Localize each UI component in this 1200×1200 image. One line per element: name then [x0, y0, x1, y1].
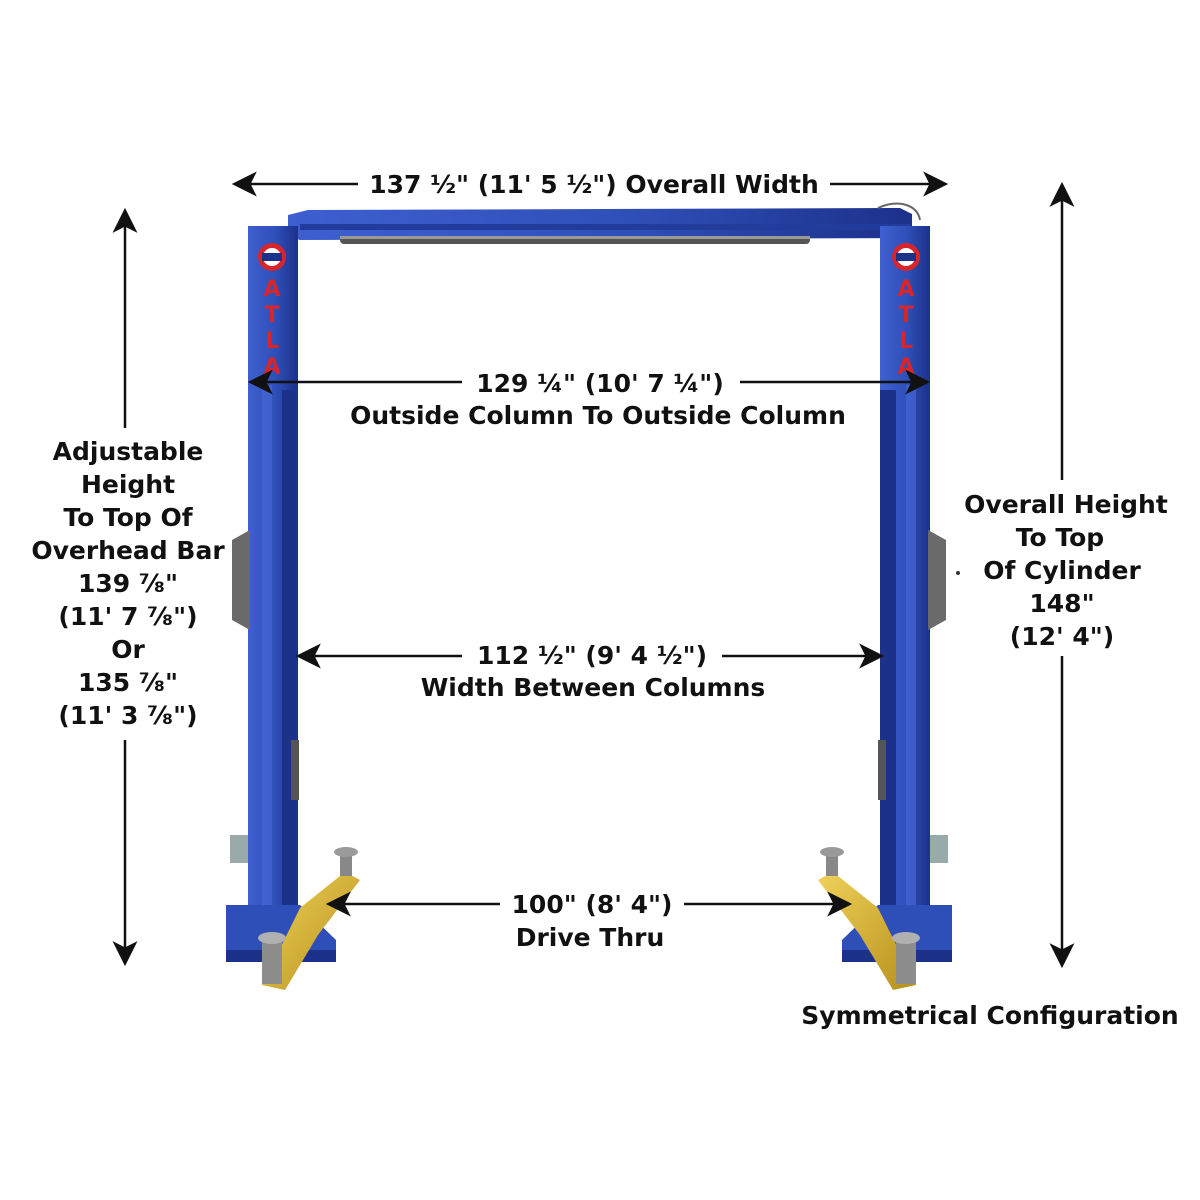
brand-letter: A	[263, 355, 280, 380]
brand-letter: T	[264, 303, 279, 328]
between-columns-value: 112 ½" (9' 4 ½")	[477, 641, 707, 670]
brand-letter: A	[897, 355, 914, 380]
adjustable-height-line: (11' 7 ⁷⁄₈")	[58, 602, 197, 631]
lift-illustration	[226, 202, 960, 990]
outside-columns-label: Outside Column To Outside Column	[350, 401, 846, 430]
drive-thru-value: 100" (8' 4")	[512, 890, 673, 919]
adjustable-height-line: 139 ⁷⁄₈"	[78, 569, 178, 598]
overall-height-line: Overall Height	[964, 490, 1168, 519]
adjustable-height-line: (11' 3 ⁷⁄₈")	[58, 701, 197, 730]
right-column	[842, 226, 952, 962]
brand-letter: A	[897, 277, 914, 302]
outside-columns-value: 129 ¼" (10' 7 ¼")	[476, 369, 724, 398]
right-brand-letters: A T L A	[897, 277, 914, 380]
overall-height-line: To Top	[1016, 523, 1104, 552]
overall-height-text: Overall Height To Top Of Cylinder 148" (…	[964, 490, 1168, 651]
adjustable-height-line: Height	[81, 470, 175, 499]
overall-height-line: (12' 4")	[1010, 622, 1114, 651]
adjustable-height-line: To Top Of	[63, 503, 193, 532]
configuration-note: Symmetrical Configuration	[801, 1001, 1178, 1030]
between-columns-label: Width Between Columns	[421, 673, 766, 702]
adjustable-height-line: Overhead Bar	[31, 536, 225, 565]
adjustable-height-text: Adjustable Height To Top Of Overhead Bar…	[31, 437, 225, 730]
adjustable-height-line: Or	[111, 635, 145, 664]
left-column	[226, 226, 336, 962]
brand-letter: L	[899, 329, 913, 354]
brand-letter: A	[263, 277, 280, 302]
left-brand-letters: A T L A	[263, 277, 280, 380]
overall-width-label: 137 ½" (11' 5 ½") Overall Width	[369, 170, 819, 199]
dimension-arrows	[112, 171, 1075, 969]
overhead-bar	[288, 202, 921, 244]
overall-height-line: 148"	[1029, 589, 1094, 618]
brand-letter: L	[265, 329, 279, 354]
overall-height-line: Of Cylinder	[983, 556, 1141, 585]
drive-thru-label: Drive Thru	[516, 923, 665, 952]
brand-letter: T	[898, 303, 913, 328]
adjustable-height-line: 135 ⁷⁄₈"	[78, 668, 178, 697]
adjustable-height-line: Adjustable	[53, 437, 204, 466]
